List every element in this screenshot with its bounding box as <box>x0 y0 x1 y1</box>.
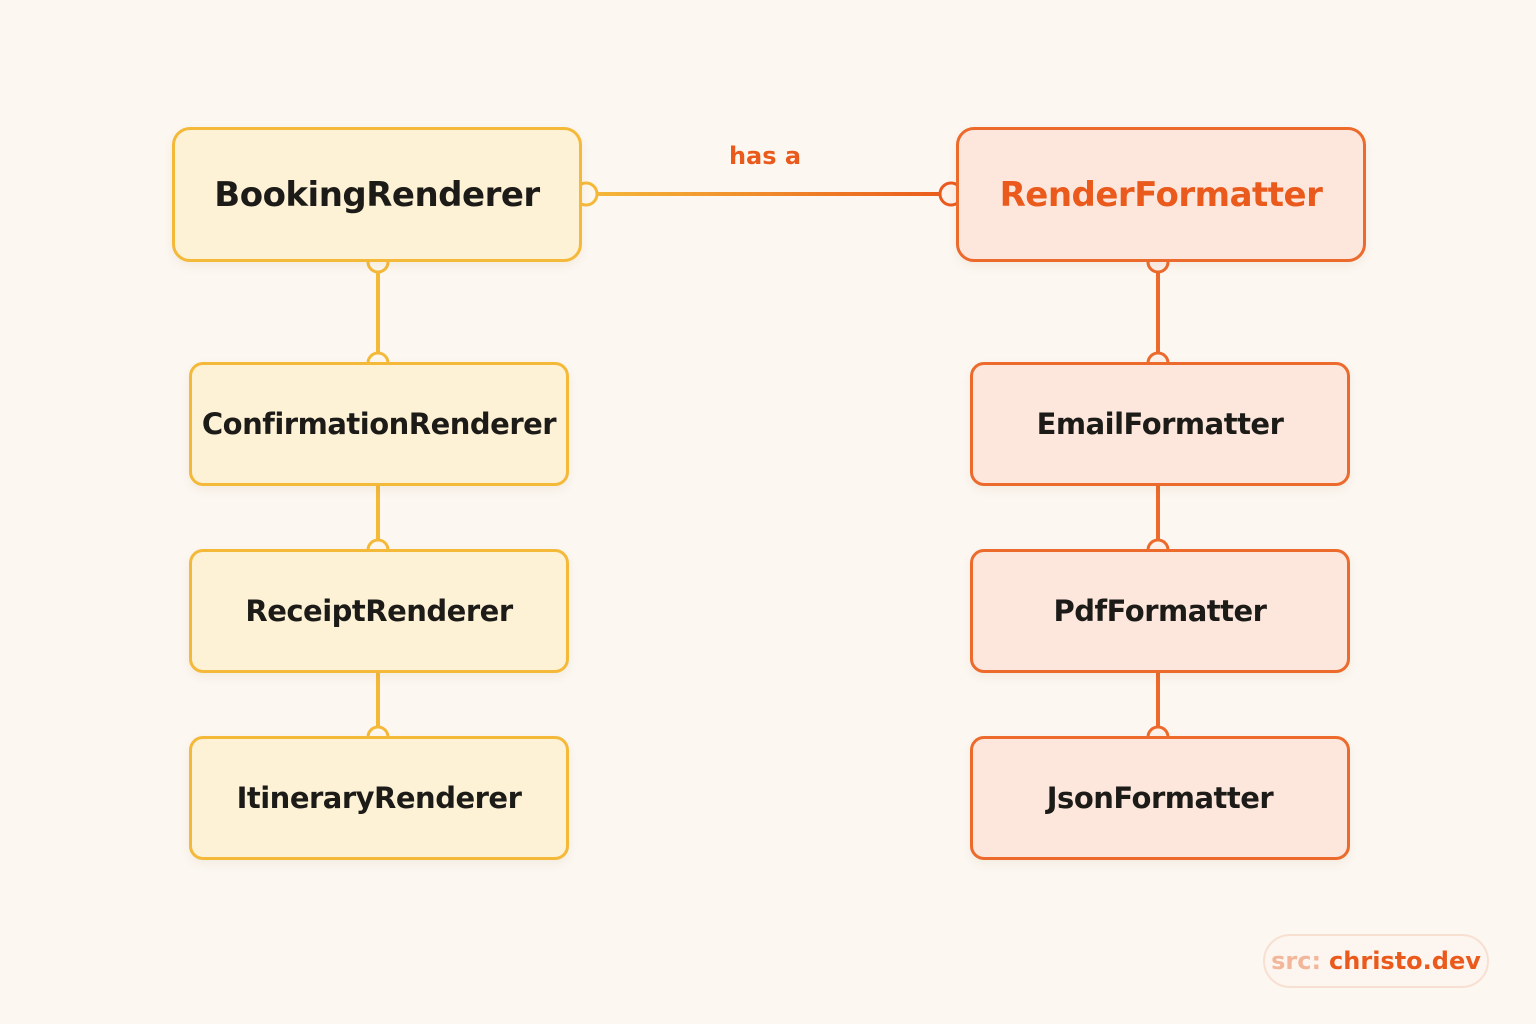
node-label: ReceiptRenderer <box>245 594 513 628</box>
node-receipt-renderer: ReceiptRenderer <box>189 549 569 673</box>
node-confirmation-renderer: ConfirmationRenderer <box>189 362 569 486</box>
node-email-formatter: EmailFormatter <box>970 362 1350 486</box>
node-pdf-formatter: PdfFormatter <box>970 549 1350 673</box>
node-json-formatter: JsonFormatter <box>970 736 1350 860</box>
node-label: PdfFormatter <box>1053 594 1267 628</box>
node-label: ConfirmationRenderer <box>201 407 557 441</box>
source-link[interactable]: christo.dev <box>1329 947 1481 975</box>
source-prefix: src: <box>1271 947 1322 975</box>
node-label: ItineraryRenderer <box>236 781 522 815</box>
node-label: EmailFormatter <box>1036 407 1284 441</box>
node-label: BookingRenderer <box>214 174 540 215</box>
node-itinerary-renderer: ItineraryRenderer <box>189 736 569 860</box>
node-label: RenderFormatter <box>999 174 1323 215</box>
has-a-label: has a <box>728 142 802 170</box>
node-label: JsonFormatter <box>1046 781 1274 815</box>
node-booking-renderer: BookingRenderer <box>172 127 582 262</box>
source-badge: src: christo.dev <box>1263 934 1489 988</box>
node-render-formatter: RenderFormatter <box>956 127 1366 262</box>
